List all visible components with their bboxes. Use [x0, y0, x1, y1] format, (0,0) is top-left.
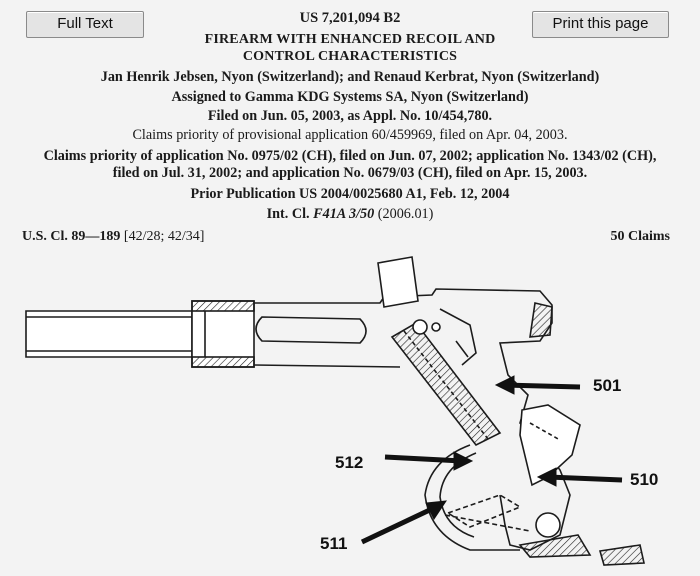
patent-drawing: 501 512 510 511 — [25, 256, 658, 566]
int-cl: Int. Cl. F41A 3/50 (2006.01) — [0, 206, 700, 223]
provisional-priority: Claims priority of provisional applicati… — [132, 127, 568, 143]
inventors: Jan Henrik Jebsen, Nyon (Switzerland); a… — [100, 69, 600, 85]
trigger — [519, 404, 581, 487]
label-512: 512 — [335, 453, 363, 472]
title-line-1: FIREARM WITH ENHANCED RECOIL AND — [204, 32, 496, 47]
label-511: 511 — [320, 534, 347, 553]
arrow-501 — [504, 382, 581, 390]
trigger-guard — [424, 444, 520, 551]
top-block — [377, 256, 419, 308]
slide-slot — [255, 316, 367, 344]
arrow-510 — [547, 474, 623, 483]
us-cl-refs: [42/28; 42/34] — [123, 229, 205, 244]
full-text-button[interactable]: Full Text — [26, 11, 144, 38]
label-501: 501 — [593, 376, 621, 395]
print-page-button[interactable]: Print this page — [532, 11, 669, 38]
int-cl-label: Int. Cl. — [266, 206, 310, 222]
int-cl-code: F41A 3/50 — [313, 206, 375, 222]
title-line-2: CONTROL CHARACTERISTICS — [242, 49, 458, 64]
assignee: Assigned to Gamma KDG Systems SA, Nyon (… — [171, 89, 529, 105]
arrow-512 — [384, 454, 463, 464]
filed-date: Filed on Jun. 05, 2003, as Appl. No. 10/… — [207, 108, 493, 124]
arrow-511 — [360, 504, 438, 545]
label-510: 510 — [630, 470, 658, 489]
barrel — [25, 310, 193, 358]
claims-count: 50 Claims — [610, 229, 671, 244]
prior-publication: Prior Publication US 2004/0025680 A1, Fe… — [190, 186, 510, 202]
int-cl-year: (2006.01) — [377, 206, 434, 222]
patent-number: US 7,201,094 B2 — [299, 10, 401, 26]
priority-line-1: Claims priority of application No. 0975/… — [43, 148, 657, 164]
priority-line-2: filed on Jul. 31, 2002; and application … — [112, 165, 588, 181]
us-classification: U.S. Cl. 89—189 [42/28; 42/34] — [22, 229, 204, 245]
us-cl-label: U.S. Cl. 89—189 — [22, 229, 121, 244]
recoil-lever — [390, 321, 502, 447]
